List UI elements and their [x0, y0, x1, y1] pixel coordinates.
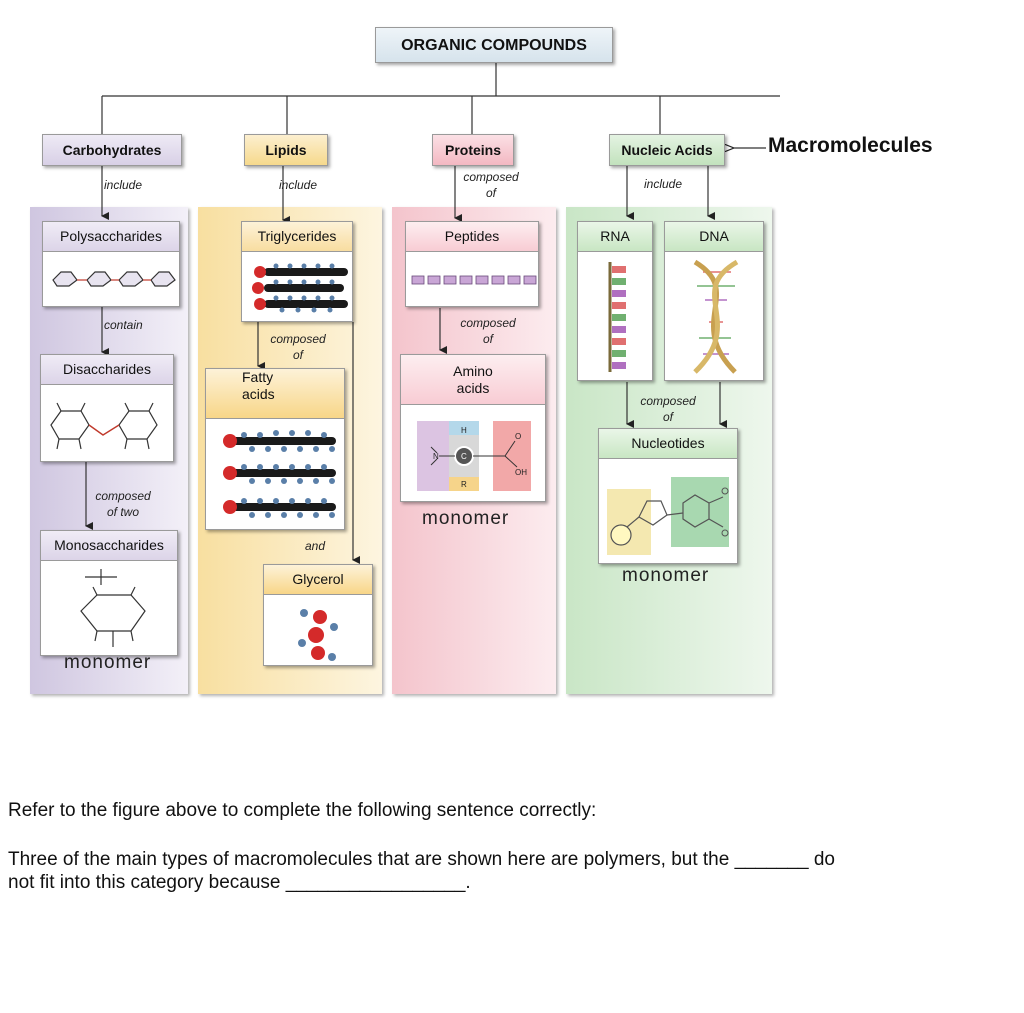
- organic-compounds-title: ORGANIC COMPOUNDS: [375, 27, 613, 63]
- amino-acids-label: Amino acids: [401, 355, 545, 405]
- fatty-acids-node: Fatty acids: [205, 368, 345, 530]
- peptides-node: Peptides: [405, 221, 539, 307]
- amino-o-label: O: [515, 432, 521, 441]
- question-sentence-line2: not fit into this category because _____…: [8, 872, 471, 893]
- amino-acids-node: Amino acids H N C R O OH: [400, 354, 546, 502]
- monosaccharides-label: Monosaccharides: [41, 531, 177, 561]
- carbohydrates-header: Carbohydrates: [42, 134, 182, 166]
- and-label: and: [305, 539, 326, 553]
- fatty-acids-line2: acids: [242, 386, 275, 402]
- amino-acids-line1: Amino: [453, 362, 493, 379]
- proteins-monomer-label: monomer: [422, 508, 510, 529]
- macromolecules-label: Macromolecules: [768, 134, 933, 157]
- glycerol-node: Glycerol: [263, 564, 373, 666]
- triglycerides-label: Triglycerides: [242, 222, 352, 252]
- disaccharides-label: Disaccharides: [41, 355, 173, 385]
- disaccharides-node: Disaccharides: [40, 354, 174, 462]
- rna-strand-icon: [608, 262, 626, 372]
- lipids-include-label: include: [279, 178, 318, 192]
- fatty-acid-molecules-icon: [223, 430, 336, 518]
- carbohydrates-include-label: include: [104, 178, 143, 192]
- monosaccharides-node: Monosaccharides: [40, 530, 178, 656]
- nucleotides-label: Nucleotides: [599, 429, 737, 459]
- rna-node: RNA: [577, 221, 653, 381]
- disaccharide-structure-icon: [50, 402, 158, 450]
- dna-node: DNA: [664, 221, 764, 381]
- amino-r-label: R: [461, 480, 467, 489]
- amino-acid-structure-icon: H N C R O OH: [417, 421, 531, 491]
- question-sentence-line1: Three of the main types of macromolecule…: [8, 849, 835, 870]
- amino-h-label: H: [461, 426, 467, 435]
- rna-label: RNA: [578, 222, 652, 252]
- triglycerides-node: Triglycerides: [241, 221, 353, 322]
- polysaccharides-node: Polysaccharides: [42, 221, 180, 307]
- nucleic-monomer-label: monomer: [622, 565, 710, 586]
- peptide-chain-icon: [411, 275, 537, 285]
- contain-label: contain: [104, 318, 143, 332]
- carbohydrates-monomer-label: monomer: [64, 652, 152, 673]
- fatty-acids-label: Fatty acids: [206, 369, 344, 419]
- proteins-header: Proteins: [432, 134, 514, 166]
- amino-oh-label: OH: [515, 468, 527, 477]
- fatty-acids-line1: Fatty: [242, 369, 274, 385]
- amino-n-label: N: [433, 452, 439, 461]
- nucleotide-structure-icon: [607, 477, 729, 555]
- lipids-header: Lipids: [244, 134, 328, 166]
- monosaccharide-structure-icon: [80, 569, 146, 647]
- question-prompt: Refer to the figure above to complete th…: [8, 800, 597, 821]
- glycerol-label: Glycerol: [264, 565, 372, 595]
- polysaccharide-chain-icon: [52, 271, 176, 287]
- amino-c-label: C: [461, 452, 467, 461]
- nucleic-include-label: include: [644, 177, 683, 191]
- triglyceride-molecule-icon: [252, 263, 348, 313]
- peptides-label: Peptides: [406, 222, 538, 252]
- glycerol-molecule-icon: [298, 609, 338, 661]
- amino-acids-line2: acids: [456, 379, 490, 396]
- dna-label: DNA: [665, 222, 763, 252]
- nucleotides-node: Nucleotides: [598, 428, 738, 564]
- nucleic-acids-header: Nucleic Acids: [609, 134, 725, 166]
- polysaccharides-label: Polysaccharides: [43, 222, 179, 252]
- dna-double-helix-icon: [693, 259, 739, 374]
